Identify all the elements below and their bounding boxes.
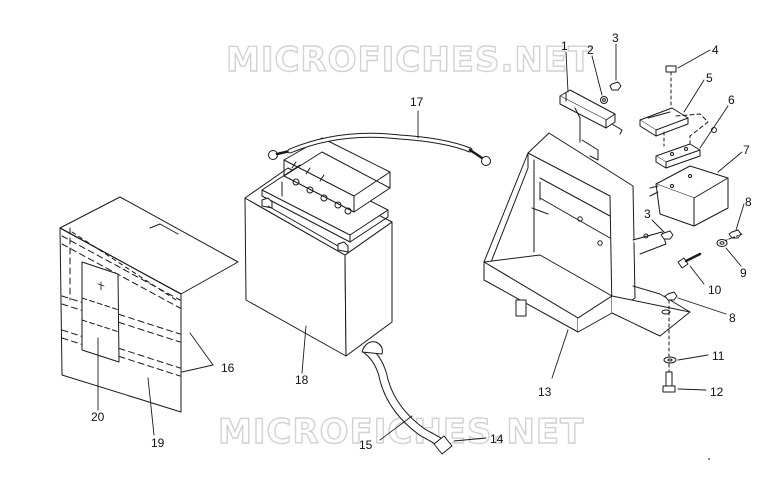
callout-3-tray: 3 xyxy=(644,207,651,221)
callout-7: 7 xyxy=(743,143,750,157)
callout-5: 5 xyxy=(706,71,713,85)
battery-18 xyxy=(244,137,393,357)
speck xyxy=(708,458,710,460)
callout-8-upper: 8 xyxy=(745,195,752,209)
leader-lines xyxy=(97,43,745,442)
cover-7 xyxy=(649,165,729,227)
vent-tube-15 xyxy=(361,341,453,455)
callout-18: 18 xyxy=(295,373,309,387)
callout-4: 4 xyxy=(712,43,719,57)
decal-20 xyxy=(81,261,120,363)
callout-10: 10 xyxy=(708,283,722,297)
callout-16: 16 xyxy=(221,361,235,375)
callout-11: 11 xyxy=(712,349,725,363)
battery-tray-13 xyxy=(483,132,691,337)
callout-2: 2 xyxy=(587,43,594,57)
watermark-top: MICROFICHES.NET xyxy=(225,39,593,80)
callout-19: 19 xyxy=(151,436,165,450)
callout-15: 15 xyxy=(359,438,373,452)
callout-1: 1 xyxy=(561,39,568,53)
strap-1 xyxy=(559,81,623,143)
callout-13: 13 xyxy=(538,385,552,399)
hardware-bolts xyxy=(660,229,743,393)
callout-8-lower: 8 xyxy=(729,311,736,325)
callout-20: 20 xyxy=(91,410,105,424)
callout-6: 6 xyxy=(728,93,735,107)
callout-9: 9 xyxy=(740,266,747,280)
cable-17 xyxy=(268,132,491,166)
callout-14: 14 xyxy=(490,432,504,446)
callout-17: 17 xyxy=(410,95,424,109)
callout-12: 12 xyxy=(710,385,724,399)
callout-3-top: 3 xyxy=(612,31,619,45)
clamp-parts-5-6 xyxy=(639,65,717,169)
